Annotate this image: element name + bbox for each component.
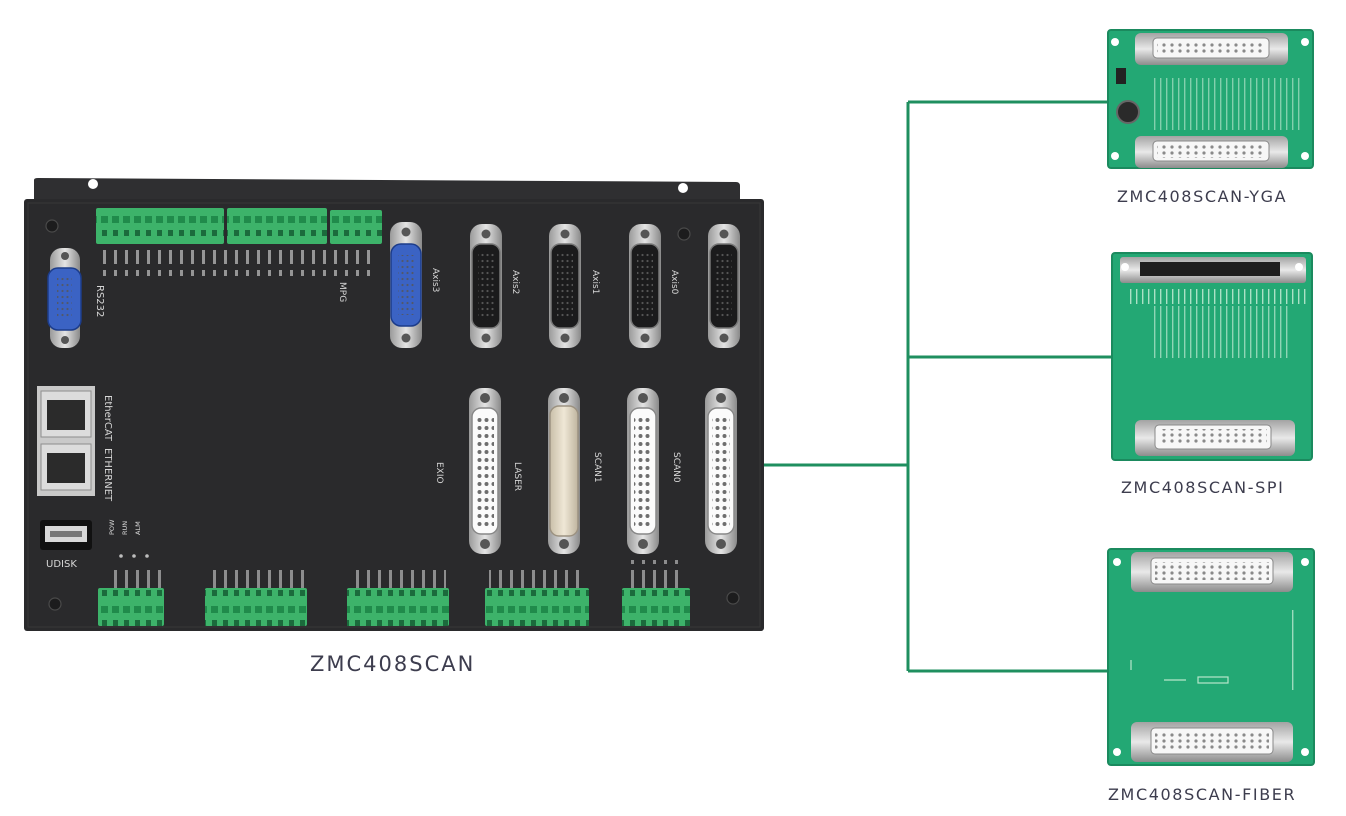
bottom-terminal-blocks [98, 560, 690, 626]
label-led-pow: POW [108, 519, 116, 535]
silkscreen-labels: RS232 EtherCAT ETHERNET UDISK POW RUN AL… [46, 268, 681, 570]
db25-connectors [469, 388, 737, 554]
usb-port [40, 520, 92, 550]
rs232-db9-connector [47, 248, 82, 348]
ethernet-ports [37, 386, 95, 496]
label-ethernet: ETHERNET [102, 448, 113, 502]
status-leds [119, 554, 149, 558]
axis1-connector [549, 224, 581, 348]
caption-zmc408scan-yga: ZMC408SCAN-YGA [1117, 187, 1288, 206]
exio-db25-connector [469, 388, 501, 554]
label-scan1: SCAN1 [592, 452, 602, 483]
scan1-db25-connector [627, 388, 659, 554]
axis-extra-connector [708, 224, 740, 348]
top-terminal-blocks [96, 208, 382, 276]
fiber-adapter-board [1107, 548, 1315, 766]
label-axis0: Axis0 [669, 270, 679, 295]
caption-zmc408scan-fiber: ZMC408SCAN-FIBER [1108, 785, 1297, 804]
axis2-connector [470, 224, 502, 348]
axis0-connector [629, 224, 661, 348]
axis3-db15-connector [390, 222, 422, 348]
label-ethercat: EtherCAT [102, 395, 113, 442]
label-scan0: SCAN0 [671, 452, 681, 483]
label-axis3: Axis3 [430, 268, 440, 292]
mounting-flange [34, 178, 740, 200]
label-axis1: Axis1 [590, 270, 600, 294]
label-mpg: MPG [337, 282, 347, 302]
label-exio: EXIO [434, 462, 444, 484]
label-led-alm: ALM [134, 521, 142, 535]
label-axis2: Axis2 [510, 270, 520, 294]
caption-zmc408scan-spi: ZMC408SCAN-SPI [1121, 478, 1285, 497]
scan0-db25-connector [705, 388, 737, 554]
label-laser: LASER [512, 462, 522, 491]
label-udisk: UDISK [46, 559, 77, 570]
spi-adapter-board [1111, 252, 1313, 461]
axis-hd-connectors [470, 224, 740, 348]
panel-screws [45, 219, 740, 611]
label-rs232: RS232 [94, 285, 105, 317]
laser-db25-connector [548, 388, 580, 554]
label-led-run: RUN [121, 521, 129, 535]
yga-adapter-board [1107, 29, 1314, 169]
caption-zmc408scan: ZMC408SCAN [310, 652, 476, 676]
